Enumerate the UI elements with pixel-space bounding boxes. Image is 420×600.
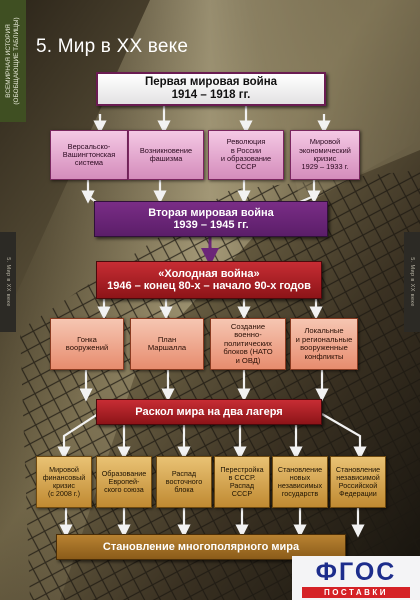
node-newstates-label: Становление новых независимых государств xyxy=(277,464,323,499)
page-title: 5. Мир в XX веке xyxy=(36,36,189,57)
node-eu-label: Образование Европей- ского союза xyxy=(101,468,147,495)
node-versailles-label: Версальско- Вашингтонская система xyxy=(62,141,116,168)
left-edge-tab: 5. Мир в XX веке xyxy=(0,232,16,332)
node-fincrisis-label: Мировой финансовый кризис (с 2008 г.) xyxy=(42,464,86,499)
node-ww1-label: Первая мировая война 1914 – 1918 гг. xyxy=(144,76,278,101)
logo-sub-text: ПОСТАВКИ xyxy=(302,587,410,598)
side-label: Всемирная история (обобщающие таблицы) xyxy=(5,17,20,105)
node-fascism: Возникновение фашизма xyxy=(128,130,204,180)
left-edge-tab-label: 5. Мир в XX веке xyxy=(5,257,11,307)
node-crisis1929-label: Мировой экономический кризис 1929 – 1933… xyxy=(299,137,351,172)
node-revolution-label: Революция в России и образование СССР xyxy=(220,137,272,172)
node-ww1: Первая мировая война 1914 – 1918 гг. xyxy=(96,72,326,106)
node-russia: Становление независимой Российской Федер… xyxy=(330,456,386,508)
node-armsrace-label: Гонка вооружений xyxy=(65,334,109,352)
node-conflicts: Локальные и региональные вооруженные кон… xyxy=(290,318,358,370)
node-conflicts-label: Локальные и региональные вооруженные кон… xyxy=(295,326,353,361)
side-label-panel: Всемирная история (обобщающие таблицы) xyxy=(0,0,26,122)
node-russia-label: Становление независимой Российской Федер… xyxy=(335,464,381,499)
node-revolution: Революция в России и образование СССР xyxy=(208,130,284,180)
right-edge-tab: 5. Мир в XX веке xyxy=(404,232,420,332)
node-split: Раскол мира на два лагеря xyxy=(96,399,322,425)
node-eastbloc-label: Распад восточного блока xyxy=(165,468,203,495)
node-multipolar-label: Становление многополярного мира xyxy=(102,540,300,553)
node-marshall: План Маршалла xyxy=(130,318,204,370)
node-blocs-label: Создание военно- политических блоков (НА… xyxy=(223,321,273,365)
node-perestroika: Перестройка в СССР. Распад СССР xyxy=(214,456,270,508)
node-ww2: Вторая мировая война 1939 – 1945 гг. xyxy=(94,201,328,237)
node-fincrisis: Мировой финансовый кризис (с 2008 г.) xyxy=(36,456,92,508)
node-crisis1929: Мировой экономический кризис 1929 – 1933… xyxy=(290,130,360,180)
node-ww2-label: Вторая мировая война 1939 – 1945 гг. xyxy=(148,206,274,231)
node-eastbloc: Распад восточного блока xyxy=(156,456,212,508)
fgos-logo: ФГОС ПОСТАВКИ xyxy=(292,556,420,600)
node-multipolar: Становление многополярного мира xyxy=(56,534,346,560)
node-newstates: Становление новых независимых государств xyxy=(272,456,328,508)
node-perestroika-label: Перестройка в СССР. Распад СССР xyxy=(220,464,264,499)
node-eu: Образование Европей- ского союза xyxy=(96,456,152,508)
logo-main-text: ФГОС xyxy=(315,558,397,586)
node-coldwar-label: «Холодная война» 1946 – конец 80-х – нач… xyxy=(107,267,311,292)
node-blocs: Создание военно- политических блоков (НА… xyxy=(210,318,286,370)
node-marshall-label: План Маршалла xyxy=(147,334,187,352)
node-fascism-label: Возникновение фашизма xyxy=(139,145,193,163)
node-armsrace: Гонка вооружений xyxy=(50,318,124,370)
node-split-label: Раскол мира на два лагеря xyxy=(135,405,283,418)
right-edge-tab-label: 5. Мир в XX веке xyxy=(409,257,415,307)
node-versailles: Версальско- Вашингтонская система xyxy=(50,130,128,180)
node-coldwar: «Холодная война» 1946 – конец 80-х – нач… xyxy=(96,261,322,299)
